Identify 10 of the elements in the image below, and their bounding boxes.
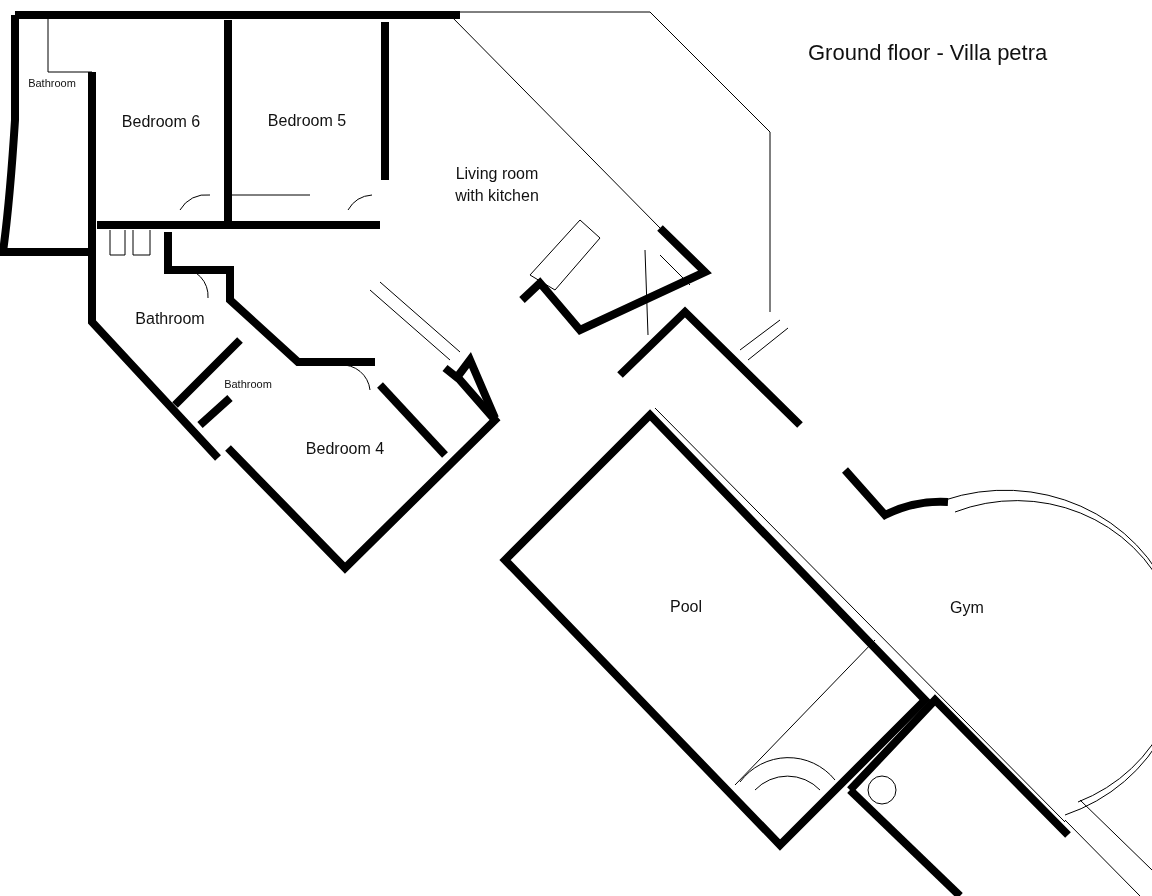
room-label: Bedroom 5: [267, 111, 347, 132]
room-label: Bedroom 4: [305, 439, 385, 460]
room-label: Gym: [950, 598, 984, 619]
room-label: Bathroom: [224, 376, 272, 392]
room-label: Pool: [670, 597, 702, 618]
room-label: Bedroom 6: [121, 112, 201, 133]
plan-title: Ground floor - Villa petra: [808, 40, 1048, 66]
room-label: Bathroom: [135, 309, 205, 330]
room-label: Bathroom: [28, 75, 76, 91]
room-label: Living room with kitchen: [454, 164, 540, 206]
